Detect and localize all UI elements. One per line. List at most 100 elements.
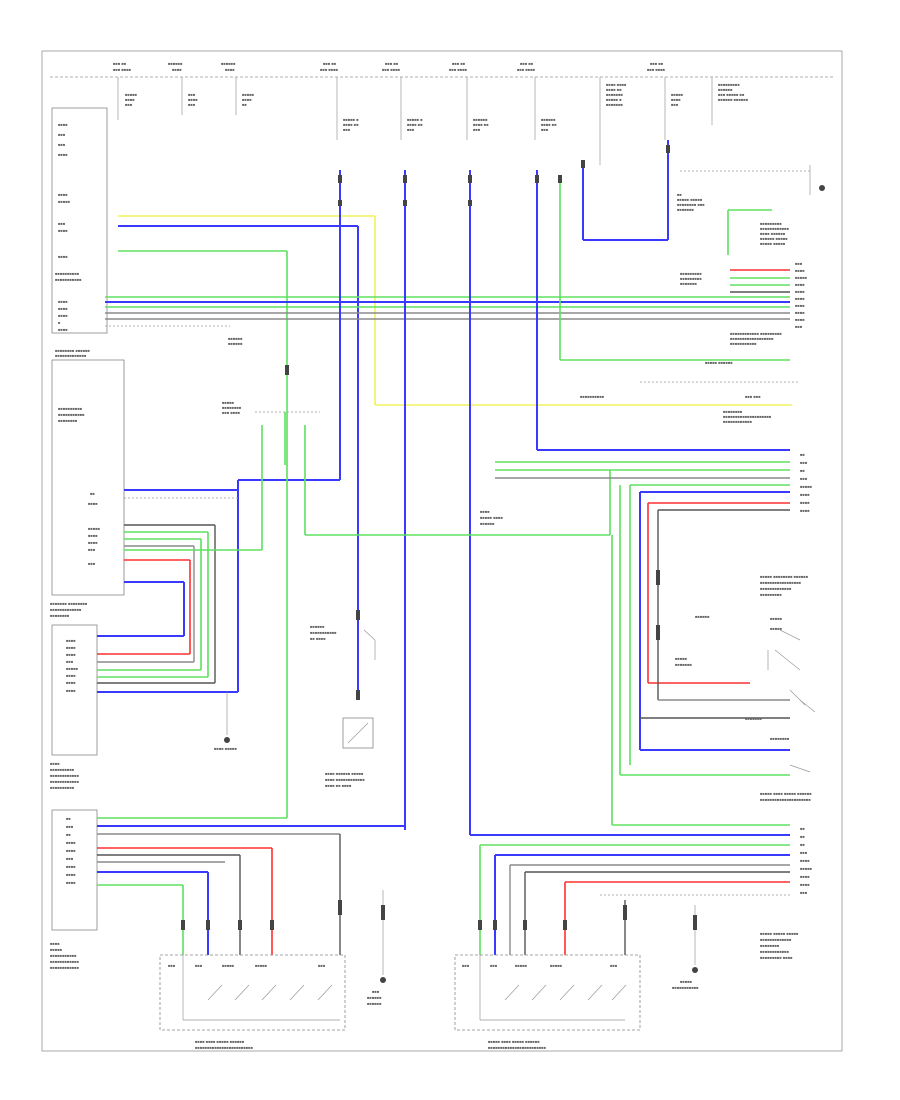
svg-text:■■■■■■■: ■■■■■■■ (677, 207, 694, 212)
svg-text:■■■: ■■■ (88, 561, 96, 566)
svg-text:■■■■■■■■■: ■■■■■■■■■ (680, 271, 702, 276)
svg-text:■■■■: ■■■■ (795, 268, 805, 273)
svg-text:■■■■■: ■■■■■ (800, 484, 813, 489)
svg-text:■■■: ■■■ (541, 127, 549, 132)
svg-text:■■■■■■■■: ■■■■■■■■ (723, 409, 743, 414)
svg-text:■■■■■■■■■■■■: ■■■■■■■■■■■■ (760, 226, 790, 231)
svg-text:■■■: ■■■ (800, 476, 808, 481)
svg-text:■■■■■■■■■■■■: ■■■■■■■■■■■■ (50, 779, 80, 784)
svg-text:■■■: ■■■ (66, 659, 74, 664)
svg-text:■■■■■■■■ ■■■: ■■■■■■■■ ■■■ (677, 202, 705, 207)
svg-text:■■■■ ■■■■■■■■■■■■: ■■■■ ■■■■■■■■■■■■ (325, 777, 365, 782)
svg-text:■■■■: ■■■■ (58, 152, 68, 157)
svg-text:■■■■: ■■■■ (795, 282, 805, 287)
rear-assy-label-top: ■■■■■ ■■■■ ■■■■■ ■■■■■■ (760, 791, 812, 796)
svg-text:■■■■: ■■■■ (58, 327, 68, 332)
svg-text:■■■■■■ ■■■■■: ■■■■■■ ■■■■■ (760, 236, 788, 241)
svg-text:■■: ■■ (800, 468, 805, 473)
svg-text:■■■■■■■■■■■: ■■■■■■■■■■■ (672, 985, 699, 990)
svg-text:■■■■■■■■■■: ■■■■■■■■■■ (50, 785, 75, 790)
svg-text:■■■■: ■■■■ (242, 97, 252, 102)
svg-text:■■: ■■ (800, 834, 805, 839)
svg-text:■■■■: ■■■■ (58, 228, 68, 233)
svg-text:■: ■ (58, 320, 61, 325)
svg-text:■■■ ■■■■: ■■■ ■■■■ (222, 410, 241, 415)
svg-text:■■■■■■: ■■■■■■ (541, 117, 556, 122)
fuse-risers (339, 140, 790, 835)
svg-text:■■■: ■■■ (58, 221, 66, 226)
svg-text:■■■: ■■■ (473, 127, 481, 132)
svg-text:■■■■: ■■■■ (800, 874, 810, 879)
svg-text:■■■■■: ■■■■■ (550, 963, 563, 968)
svg-text:■■: ■■ (800, 452, 805, 457)
right-middle-connector: ■■■■■■■■■ ■■■■■■■■■■ ■■■■■■■■■■■■■■■■■■■… (480, 452, 816, 960)
svg-text:■■■ ■■■■: ■■■ ■■■■ (382, 67, 401, 72)
door-lock-motor-label: ■■■■ ■■ ■■■■ (325, 783, 352, 788)
svg-text:■■■■: ■■■■ (66, 864, 76, 869)
svg-text:■■ ■■■■: ■■ ■■■■ (310, 636, 326, 641)
svg-text:■■■: ■■■ (125, 102, 133, 107)
svg-text:■■■■■: ■■■■■ (675, 656, 688, 661)
svg-text:■■■ ■■: ■■■ ■■ (650, 61, 664, 66)
svg-text:■■■■■■■■■■■■■■■■■: ■■■■■■■■■■■■■■■■■ (760, 580, 802, 585)
svg-text:■■■: ■■■ (800, 850, 808, 855)
left-rear-window-assembly: ■■■■■■■■■■■■■■■■■■■ ■■■■ ■■■■ ■■■■■ ■■■■… (159, 954, 346, 1050)
svg-text:■■■■■■■■■■: ■■■■■■■■■■ (50, 767, 75, 772)
svg-text:■■■: ■■■ (800, 890, 808, 895)
svg-text:■■■■■ ■: ■■■■■ ■ (407, 117, 423, 122)
svg-text:■■■■ ■■: ■■■■ ■■ (606, 87, 622, 92)
svg-text:■■■■■■■■: ■■■■■■■■ (760, 943, 780, 948)
svg-text:■■■: ■■■ (795, 324, 803, 329)
svg-text:■■■■■■■■■■: ■■■■■■■■■■ (580, 394, 605, 399)
svg-text:■■■: ■■■ (195, 963, 203, 968)
svg-text:■■■ ■■■: ■■■ ■■■ (745, 394, 761, 399)
svg-text:■■■■: ■■■■ (172, 67, 182, 72)
svg-text:■■■■: ■■■■ (88, 540, 98, 545)
svg-text:■■■■■■■■■■: ■■■■■■■■■■ (58, 406, 83, 411)
svg-text:■■■■ ■■: ■■■■ ■■ (473, 122, 489, 127)
body-ground-label-1: ■■■■ ■■■■■ (214, 746, 237, 751)
svg-text:■■■: ■■■ (66, 856, 74, 861)
svg-text:■■: ■■ (242, 102, 247, 107)
svg-text:■■■■■ ■: ■■■■■ ■ (606, 97, 622, 102)
svg-text:■■■■: ■■■■ (225, 67, 235, 72)
svg-text:■■■■■■■■■■■■: ■■■■■■■■■■■■ (760, 949, 790, 954)
svg-text:■■■■: ■■■■ (66, 673, 76, 678)
svg-text:■■■■■■: ■■■■■■ (473, 117, 488, 122)
svg-text:■■■■■■■■■■■■ ■■■■■■■■■: ■■■■■■■■■■■■ ■■■■■■■■■ (730, 331, 782, 336)
svg-text:■■■: ■■■ (343, 127, 351, 132)
svg-text:■■■■: ■■■■ (800, 508, 810, 513)
svg-text:■■■■: ■■■■ (66, 872, 76, 877)
svg-text:■■■ ■■: ■■■ ■■ (520, 61, 534, 66)
svg-text:■■■■: ■■■■ (66, 880, 76, 885)
svg-text:■■■: ■■■ (462, 963, 470, 968)
front-pass-motor-label: ■■■■■■■■■ ■■■■ (760, 955, 793, 960)
svg-text:■■■■■ ■■■■■ ■■■■■: ■■■■■ ■■■■■ ■■■■■ (760, 931, 799, 936)
svg-text:■■■■: ■■■■ (58, 254, 68, 259)
svg-text:■■■■■■: ■■■■■■ (480, 521, 495, 526)
svg-text:■■■■: ■■■■ (795, 303, 805, 308)
svg-text:■■■■: ■■■■ (480, 509, 490, 514)
svg-text:■■■■: ■■■■ (88, 501, 98, 506)
svg-text:■■■■■: ■■■■■ (515, 963, 528, 968)
svg-text:■■■■■■■■■■■■■: ■■■■■■■■■■■■■ (760, 586, 792, 591)
svg-text:■■■■■: ■■■■■ (671, 92, 684, 97)
svg-text:■■■■■■■■■■■■: ■■■■■■■■■■■■ (50, 965, 80, 970)
svg-text:■■■: ■■■ (800, 460, 808, 465)
svg-text:■■■■■: ■■■■■ (770, 616, 783, 621)
svg-text:■■: ■■ (66, 816, 71, 821)
svg-text:■■■■■ ■■■■■: ■■■■■ ■■■■■ (760, 241, 786, 246)
svg-text:■■■ ■■: ■■■ ■■ (323, 61, 337, 66)
svg-text:■■■■■■■■■■■■■: ■■■■■■■■■■■■■ (760, 937, 792, 942)
svg-text:■■■ ■■: ■■■ ■■ (113, 61, 127, 66)
svg-text:■■■■■■■■: ■■■■■■■■ (58, 418, 78, 423)
svg-text:■■■■: ■■■■ (795, 317, 805, 322)
svg-text:■■■■: ■■■■ (795, 296, 805, 301)
svg-text:■■■■■■: ■■■■■■ (221, 61, 236, 66)
svg-text:■■■■ ■■: ■■■■ ■■ (407, 122, 423, 127)
svg-text:■■■ ■■■■■ ■■: ■■■ ■■■■■ ■■ (718, 92, 745, 97)
svg-text:■■■■ ■■: ■■■■ ■■ (541, 122, 557, 127)
svg-text:■■■: ■■■ (318, 963, 326, 968)
svg-text:■■■■: ■■■■ (671, 97, 681, 102)
svg-text:■■■■■■■■■■■■■■■■■■■■: ■■■■■■■■■■■■■■■■■■■■ (723, 414, 772, 419)
